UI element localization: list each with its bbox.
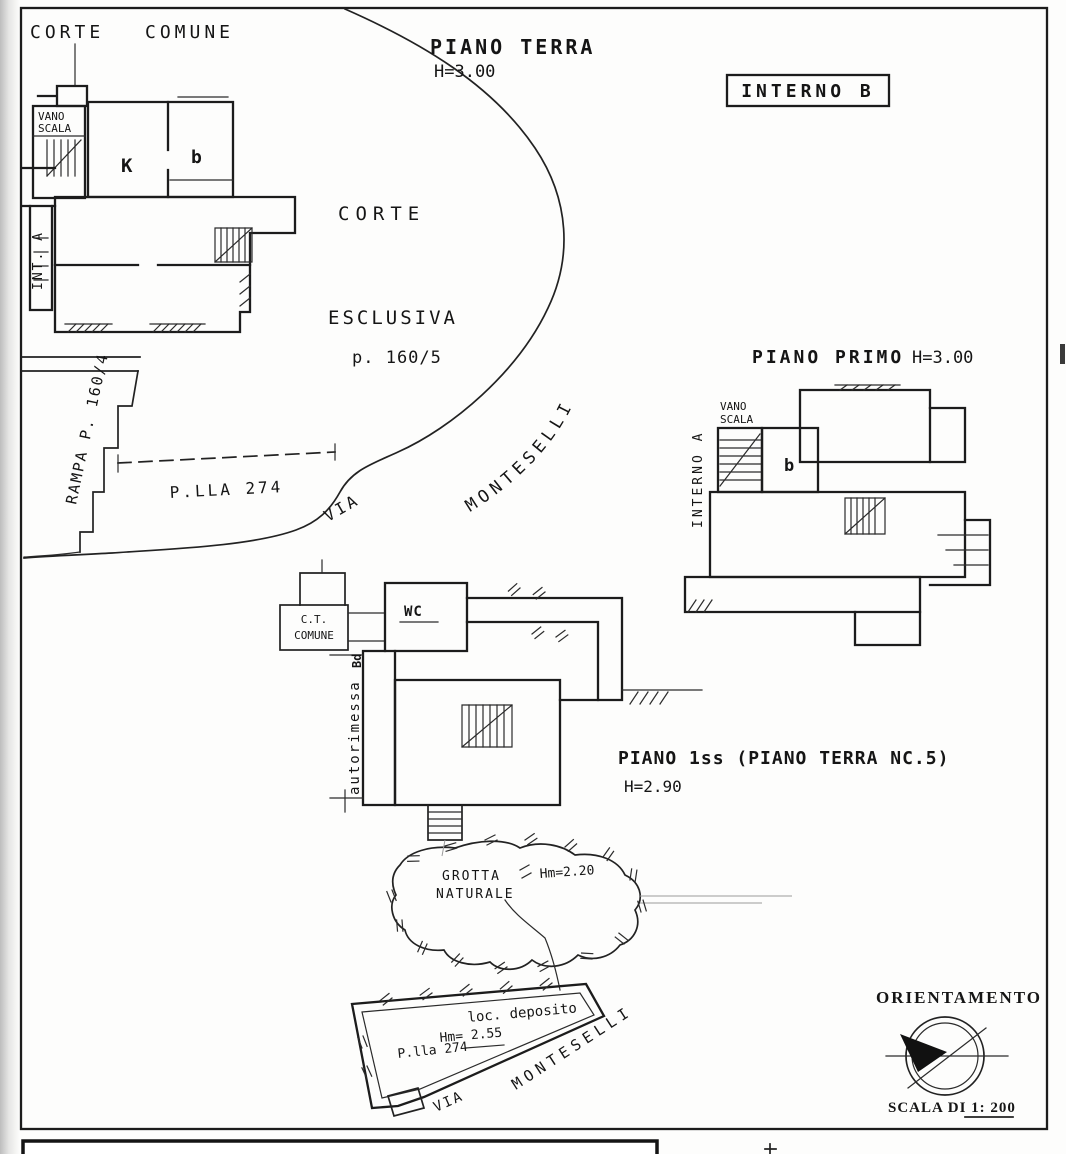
label-scala: SCALA [38,122,71,135]
label-street-monteselli: MONTESELLI [462,396,578,516]
sheet-border [19,6,1049,1131]
label-deposito: loc. deposito [467,1000,578,1025]
title-piano-terra-height: H=3.00 [434,62,495,82]
room-label-b: b [784,456,794,476]
exterior-steps [937,534,989,566]
label-corte-esclusiva-1: CORTE [338,203,425,225]
label-parcel-274-deposit: P.lla 274 [397,1040,469,1062]
compass-needle [900,1034,947,1072]
retaining-hatch [629,691,669,705]
label-via: VIA [321,490,363,525]
first-floor-plan: PIANO PRIMO H=3.00 VANO SCALA b INTERNO … [683,347,992,647]
label-int-a: INT. A [31,231,46,290]
title-piano-primo: PIANO PRIMO [752,347,904,368]
label-corte-esclusiva-2: ESCLUSIVA [328,307,458,329]
scan-shadow-edge [0,0,20,1154]
window-hatch [67,323,202,333]
boundary-curve [23,7,565,559]
basement-plan: C.T. COMUNE WC autorimessa Bd [279,559,949,841]
stair-treads [850,497,876,535]
parcel-dashed-line [117,451,336,464]
label-vano: VANO [720,400,747,413]
scan-artifact [1060,344,1065,364]
label-ct: C.T. [301,613,328,626]
cutoff-mark [764,1143,777,1154]
room-label-k: K [121,155,133,177]
orientation-block: ORIENTAMENTO SCALA DI 1: 200 [876,988,1042,1118]
label-wc: WC [404,604,423,620]
courtyard-boundary: MONTESELLI VIA CORTE ESCLUSIVA p. 160/5 [23,7,578,559]
stair-treads [46,139,76,177]
label-vano: VANO [38,110,65,123]
grotto-outline: GROTTA NATURALE Hm=2.20 [385,832,792,991]
label-grotto-height: Hm=2.20 [539,863,595,882]
title-piano-primo-height: H=3.00 [912,348,973,368]
label-garage-tag: Bd [350,654,364,668]
window-hatch [839,384,896,391]
orientation-title: ORIENTAMENTO [876,988,1042,1007]
bottom-partial-box [21,1139,659,1154]
label-ct-comune: COMUNE [294,629,334,642]
label-interno-a: INTERNO A [691,431,706,528]
label-deposit-height: Hm= 2.55 [439,1026,503,1046]
stair-treads [719,439,763,481]
ramp-area: RAMPA P. 160/4 P.LLA 274 [21,351,336,558]
label-autorimessa: autorimessa [347,680,363,795]
scale-label: SCALA DI 1: 200 [888,1100,1016,1116]
room-label-b: b [191,147,202,168]
label-grotta: GROTTA [442,869,501,884]
title-piano-terra: PIANO TERRA [430,35,595,59]
label-comune: COMUNE [145,22,234,43]
label-parcel-160-5: p. 160/5 [352,348,442,368]
stair-treads [468,704,505,748]
title-piano-1ss: PIANO 1ss (PIANO TERRA NC.5) [618,748,949,769]
title-piano-1ss-height: H=2.90 [624,777,682,796]
label-parcel-274: P.LLA 274 [169,477,284,502]
label-scala: SCALA [720,413,753,426]
deposit-plan: loc. deposito Hm= 2.55 P.lla 274 VIA MON… [350,977,636,1118]
interno-b-label: INTERNO B [741,81,875,102]
interno-b-badge: INTERNO B [725,73,891,108]
stair-treads [427,811,463,834]
ground-floor-plan: CORTE COMUNE VANO SCALA K b [20,22,297,334]
label-naturale: NATURALE [436,887,515,902]
label-corte: CORTE [30,22,104,43]
